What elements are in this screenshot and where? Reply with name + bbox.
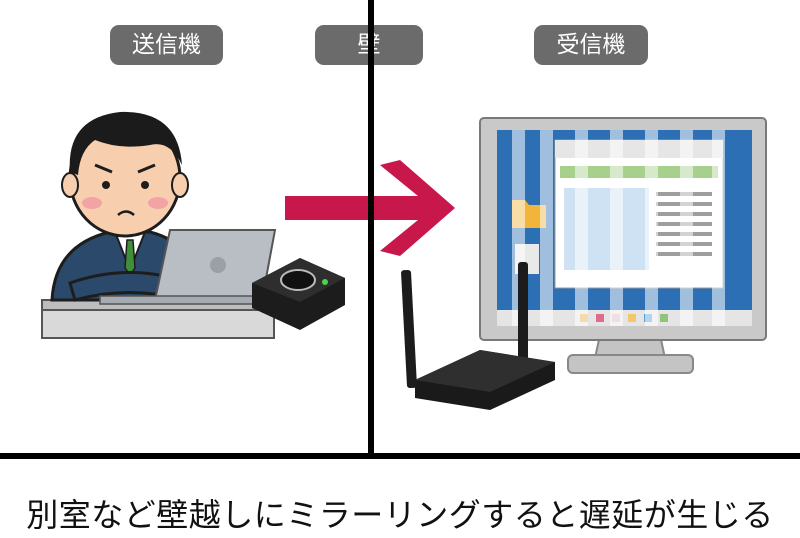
receiver-device-icon <box>401 262 555 410</box>
sender-label: 送信機 <box>110 25 223 65</box>
wall-divider <box>368 0 374 455</box>
desk <box>41 299 275 339</box>
transmitter-device-icon <box>252 258 345 330</box>
businessman-illustration <box>50 111 207 302</box>
monitor-illustration <box>479 117 767 374</box>
caption: 別室など壁越しにミラーリングすると遅延が生じる <box>26 496 774 534</box>
receiver-label: 受信機 <box>534 25 648 65</box>
floor-divider <box>0 453 800 459</box>
